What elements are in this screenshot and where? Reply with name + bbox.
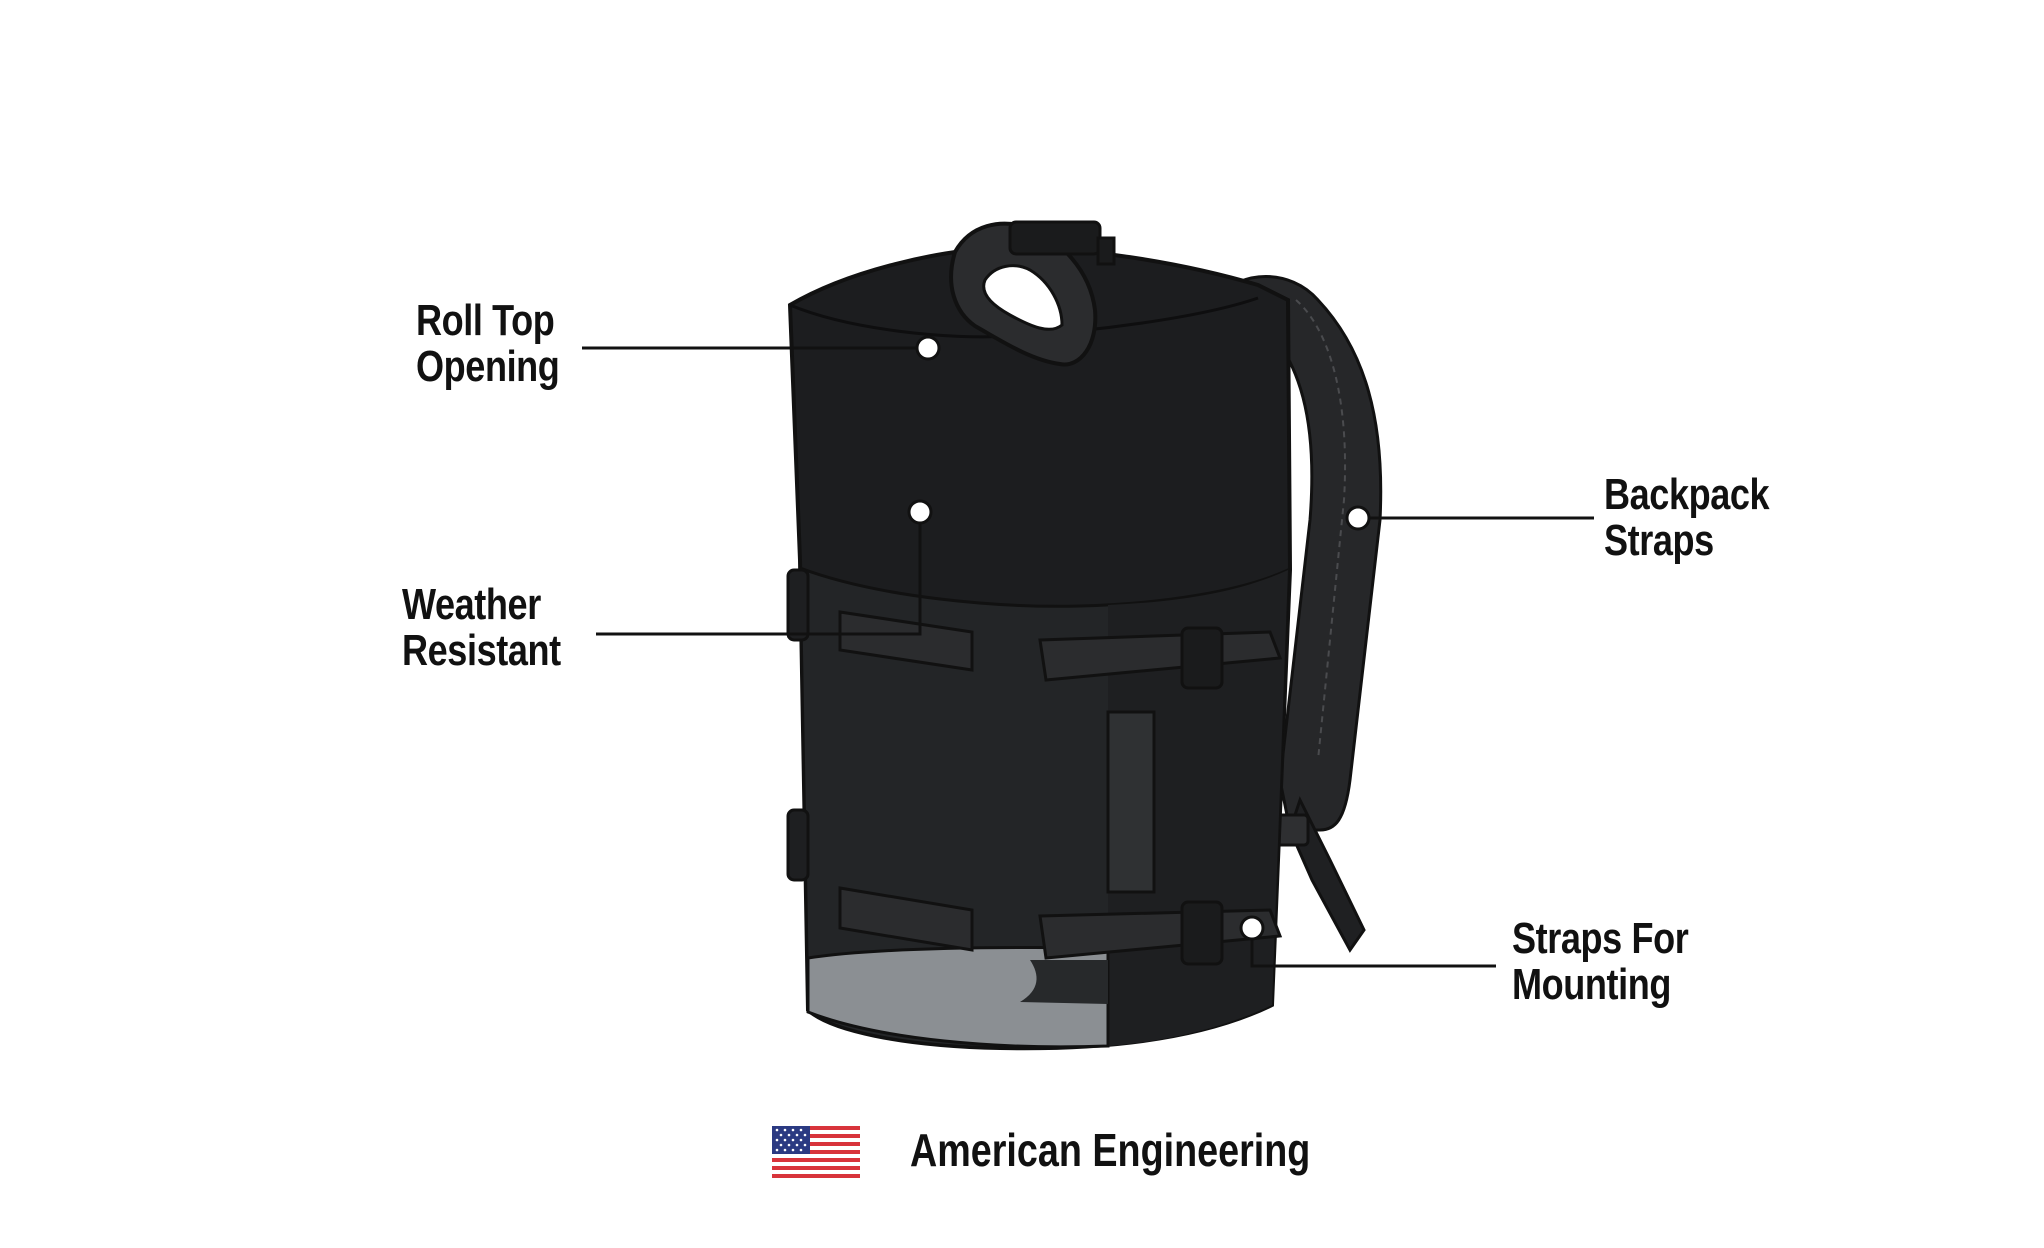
callout-weather-line [596,522,922,636]
callout-weather-line1: Weather [402,580,541,629]
callout-weather-label: Weather Resistant [402,582,561,674]
callout-mounting-line1: Straps For [1512,914,1689,963]
callout-mounting-line [1250,940,1496,968]
callout-mounting-label: Straps For Mounting [1512,914,1689,1009]
callout-backpack-label: Backpack Straps [1604,470,1770,565]
callout-weather-line2: Resistant [402,626,561,675]
callout-backpack-line2: Straps [1604,516,1714,565]
callout-roll-top-marker [915,335,941,361]
roll-top-buckle [949,220,1116,367]
us-flag-icon [772,1126,860,1178]
callout-weather-marker [907,499,933,525]
footer-caption: American Engineering [910,1124,1311,1176]
callout-backpack-marker [1345,505,1371,531]
callout-backpack-line1: Backpack [1604,470,1770,519]
callout-roll-top-label: Roll Top Opening [416,296,560,391]
callout-mounting-line2: Mounting [1512,960,1672,1009]
callout-mounting-marker [1239,915,1265,941]
mounting-straps [838,610,1283,966]
callout-roll-top-line1: Roll Top [416,296,555,345]
callout-roll-top-line2: Opening [416,342,560,391]
